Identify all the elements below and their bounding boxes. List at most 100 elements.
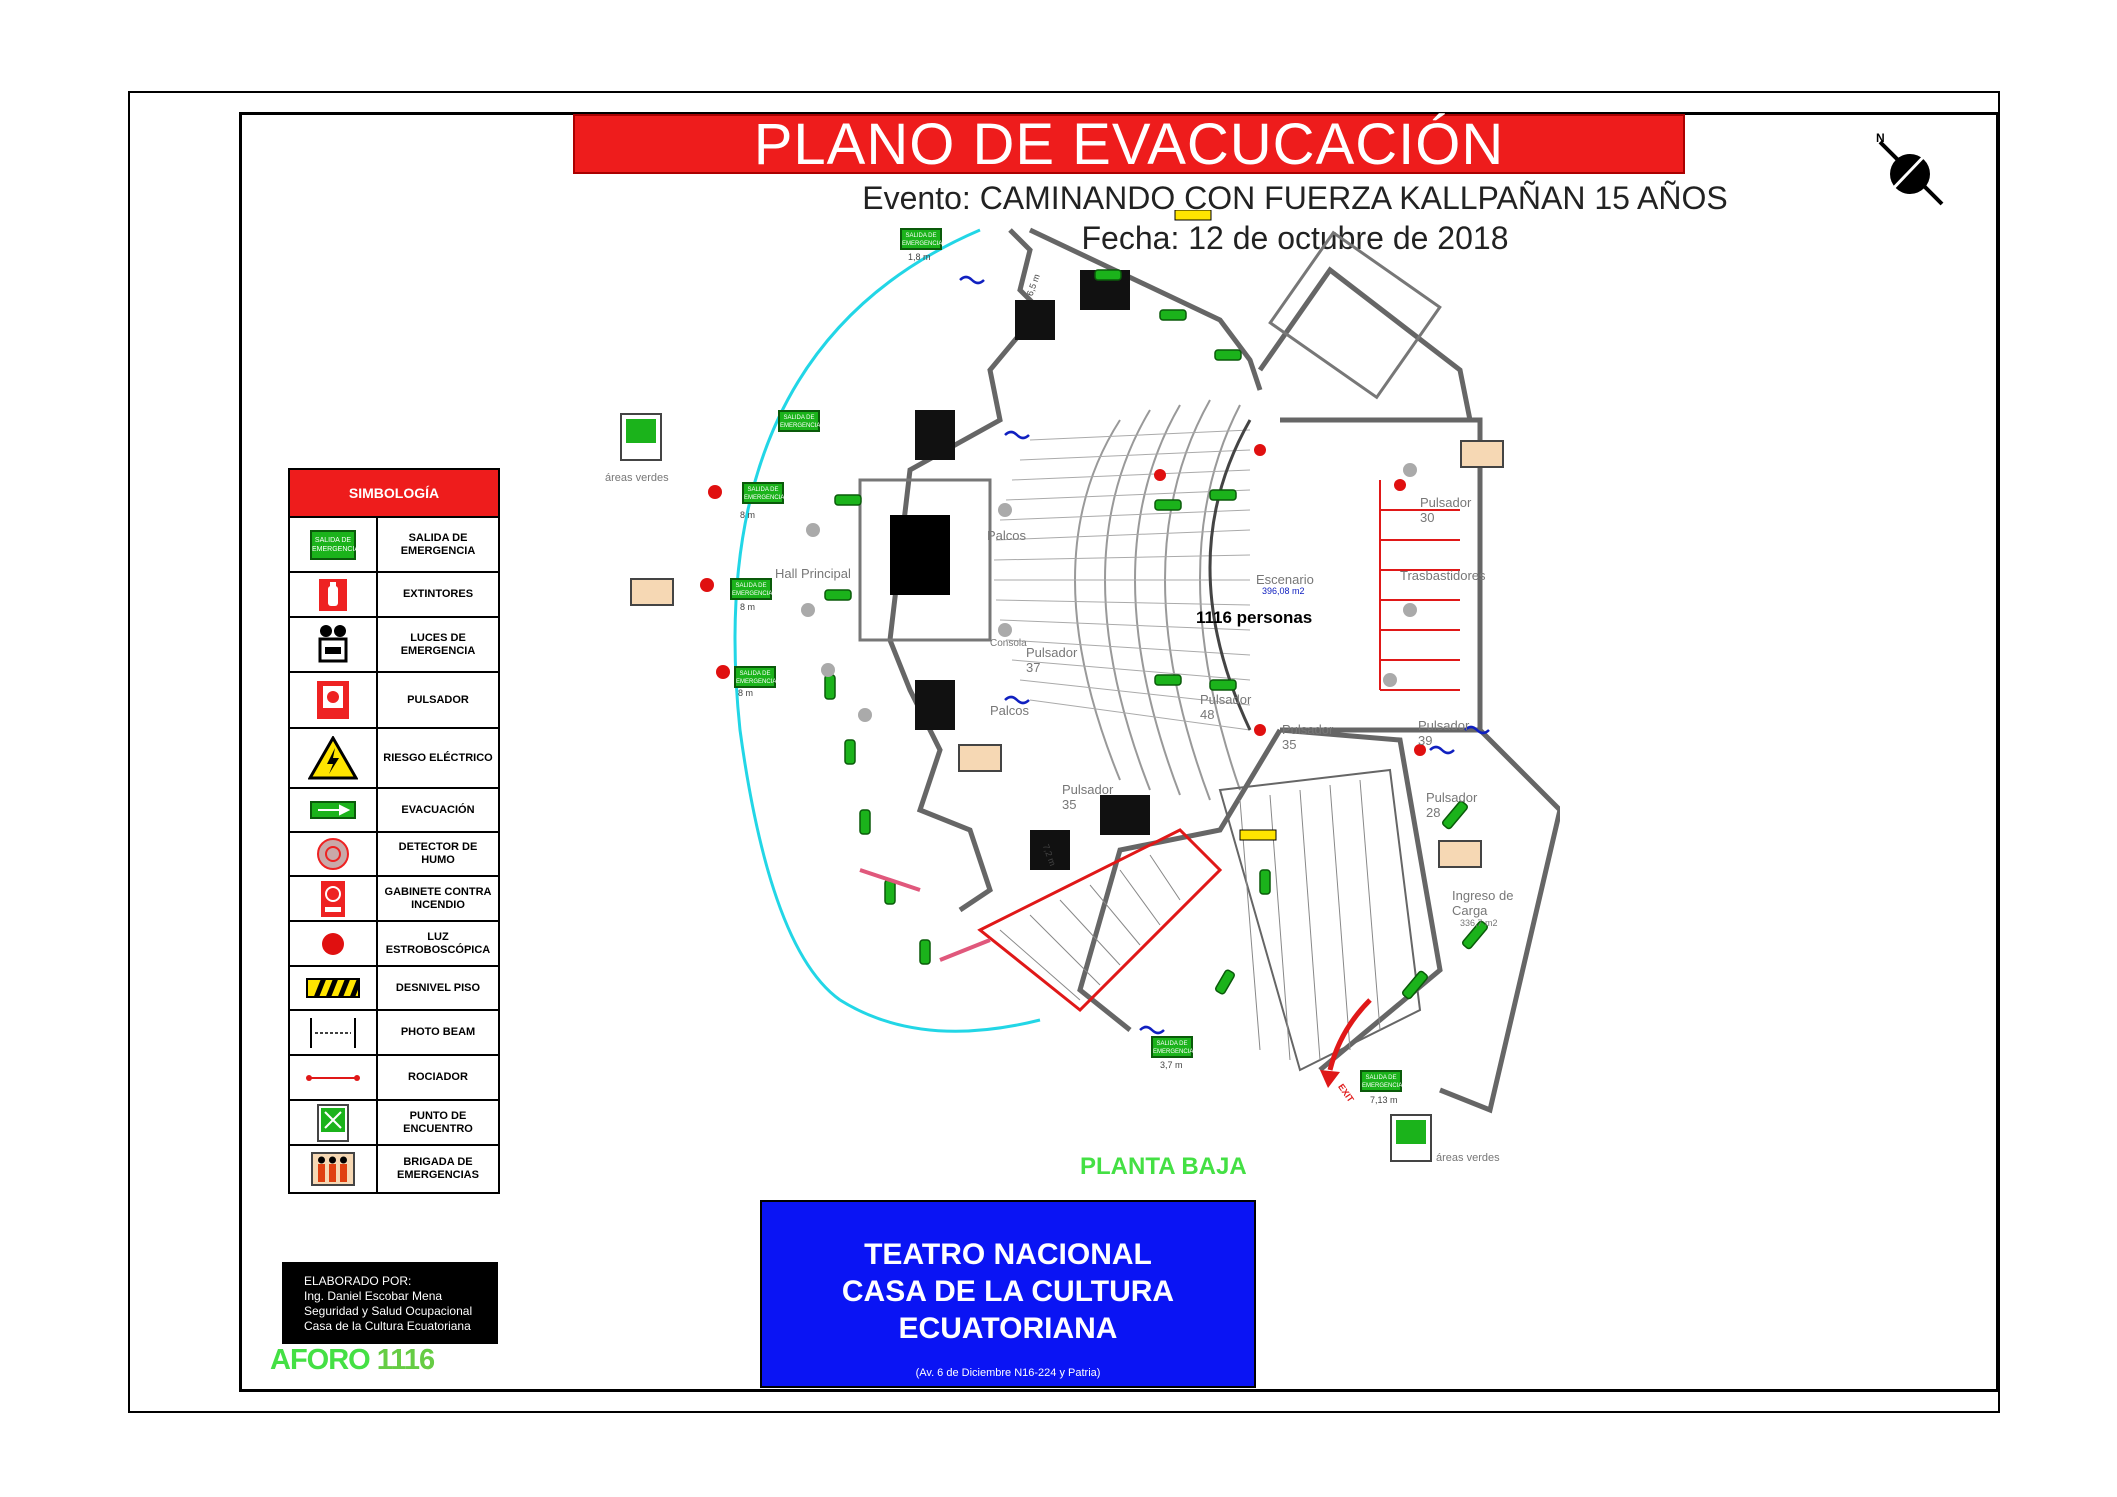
exit-sign: SALIDA DE EMERGENCIA: [734, 666, 776, 688]
capacity-text: AFORO: [270, 1344, 371, 1376]
occupancy-label: 1116 personas: [1196, 608, 1313, 627]
emergency-brigade-icon: [1460, 440, 1504, 468]
legend-row-smoke-detector: DETECTOR DE HUMO: [290, 833, 498, 877]
legend-label-pushbutton: PULSADOR: [407, 693, 469, 706]
legend-label-strobe-light: LUZ ESTROBOSCÓPICA: [385, 930, 491, 956]
legend-row-fire-cabinet: GABINETE CONTRA INCENDIO: [290, 877, 498, 922]
legend-label-electrical-hazard: RIESGO ELÉCTRICO: [383, 751, 493, 764]
credits-org: Casa de la Cultura Ecuatoriana: [304, 1319, 471, 1333]
event-name: Evento: CAMINANDO CON FUERZA KALLPAÑAN 1…: [862, 180, 1728, 216]
emergency-brigade-icon: [1438, 840, 1482, 868]
credits-heading: ELABORADO POR:: [304, 1274, 412, 1288]
legend-label-emergency-exit: SALIDA DE EMERGENCIA: [400, 531, 476, 557]
plan-title: PLANO DE EVACUCACIÓN: [573, 114, 1685, 174]
legend-row-sprinkler: ROCIADOR: [290, 1056, 498, 1101]
venue-name-line3: ECUATORIANA: [898, 1312, 1118, 1345]
legend-row-floor-level: DESNIVEL PISO: [290, 967, 498, 1011]
emergency-brigade-icon: [958, 744, 1002, 772]
exit-sign: SALIDA DE EMERGENCIA: [900, 228, 942, 250]
exit-sign: SALIDA DE EMERGENCIA: [730, 578, 772, 600]
fire-cabinet-icon: [321, 880, 345, 917]
inner-frame: [239, 112, 1999, 1392]
sprinkler-icon: [306, 1074, 360, 1081]
legend-title: SIMBOLOGÍA: [290, 470, 498, 518]
legend-row-emergency-light: LUCES DE EMERGENCIA: [290, 618, 498, 673]
fire-extinguisher-icon: [319, 578, 347, 611]
distance-label: 7,13 m: [1370, 1095, 1398, 1105]
credits-name: Ing. Daniel Escobar Mena: [304, 1289, 443, 1303]
stage-area: 396,08 m2: [1262, 586, 1305, 596]
meeting-point-icon: [1390, 1114, 1432, 1162]
legend-row-strobe-light: LUZ ESTROBOSCÓPICA: [290, 922, 498, 967]
distance-label: 8 m: [740, 510, 756, 520]
legend-label-floor-level: DESNIVEL PISO: [395, 981, 481, 994]
legend-row-brigade: BRIGADA DE EMERGENCIAS: [290, 1146, 498, 1192]
north-arrow-icon: N: [1876, 131, 1944, 206]
legend-table: SIMBOLOGÍA SALIDA DE EMERGENCIA SALIDA D…: [288, 468, 500, 1194]
distance-label: 3,7 m: [1160, 1060, 1183, 1070]
loading-area: 336,7 m2: [1460, 918, 1498, 928]
palco-label: Palcos: [990, 703, 1030, 718]
green-area-label: áreas verdes: [1436, 1152, 1500, 1164]
legend-row-evacuation: EVACUACIÓN: [290, 789, 498, 833]
outer-frame: [128, 91, 2000, 1413]
green-area-label: áreas verdes: [605, 472, 669, 484]
legend-label-fire-cabinet: GABINETE CONTRA INCENDIO: [384, 885, 492, 911]
floor-plan-drawing: [700, 210, 1560, 1114]
venue-name: TEATRO NACIONAL CASA DE LA CULTURA ECUAT…: [762, 1236, 1254, 1347]
stage-label: Escenario: [1256, 572, 1314, 587]
legend-row-electrical-hazard: RIESGO ELÉCTRICO: [290, 729, 498, 789]
venue-name-line2: CASA DE LA CULTURA: [841, 1275, 1175, 1308]
meeting-point-icon: [317, 1103, 349, 1142]
event-date: Fecha: 12 de octubre de 2018: [1081, 220, 1509, 256]
exit-sign: SALIDA DE EMERGENCIA: [778, 410, 820, 432]
legend-row-meeting-point: PUNTO DE ENCUENTRO: [290, 1101, 498, 1146]
smoke-detector-icon: [317, 838, 349, 870]
legend-row-photo-beam: PHOTO BEAM: [290, 1011, 498, 1056]
capacity-label: AFORO 1116: [270, 1344, 435, 1377]
floor-plan: SALIDA DE EMERGENCIA SALIDA DE EMERGENCI…: [560, 210, 1560, 1180]
evacuation-arrow-icon: [310, 801, 356, 819]
legend-label-extinguisher: EXTINTORES: [402, 588, 474, 600]
electrical-hazard-icon: [308, 736, 358, 780]
exit-sign: SALIDA DE EMERGENCIA: [1151, 1036, 1193, 1058]
emergency-exit-sign-icon: SALIDA DE EMERGENCIA: [310, 529, 359, 560]
legend-label-emergency-light: LUCES DE EMERGENCIA: [400, 631, 476, 657]
svg-text:N: N: [1876, 131, 1885, 145]
legend-label-sprinkler: ROCIADOR: [408, 1071, 468, 1083]
legend-row-emergency-exit: SALIDA DE EMERGENCIA SALIDA DE EMERGENCI…: [290, 518, 498, 573]
emergency-light-icon: [318, 624, 348, 662]
emergency-brigade-icon: [311, 1152, 355, 1186]
fire-alarm-pushbutton-icon: [317, 681, 349, 719]
floor-label: PLANTA BAJA: [1080, 1153, 1247, 1180]
distance-label: 1,8 m: [908, 252, 931, 262]
distance-label: 8 m: [740, 602, 756, 612]
legend-row-pushbutton: PULSADOR: [290, 673, 498, 729]
legend-label-evacuation: EVACUACIÓN: [401, 803, 475, 816]
backstage-label: Trasbastidores: [1400, 568, 1486, 583]
venue-address: (Av. 6 de Diciembre N16-224 y Patria): [915, 1367, 1101, 1379]
floor-level-change-icon: [306, 978, 360, 998]
meeting-point-icon: [620, 413, 662, 461]
distance-label: 8 m: [738, 688, 754, 698]
exit-sign: SALIDA DE EMERGENCIA: [1360, 1070, 1402, 1092]
venue-name-line1: TEATRO NACIONAL: [864, 1238, 1152, 1271]
legend-label-brigade: BRIGADA DE EMERGENCIAS: [397, 1156, 479, 1181]
console-label: Consola: [990, 638, 1027, 649]
legend-label-smoke-detector: DETECTOR DE HUMO: [398, 841, 478, 866]
strobe-light-icon: [322, 932, 344, 955]
legend-row-extinguisher: EXTINTORES: [290, 573, 498, 618]
venue-box: TEATRO NACIONAL CASA DE LA CULTURA ECUAT…: [760, 1200, 1256, 1388]
exit-sign: SALIDA DE EMERGENCIA: [742, 482, 784, 504]
legend-label-meeting-point: PUNTO DE ENCUENTRO: [403, 1109, 473, 1135]
photo-beam-icon: [310, 1017, 356, 1048]
legend-label-photo-beam: PHOTO BEAM: [400, 1026, 476, 1038]
hall-label: Hall Principal: [775, 566, 851, 581]
